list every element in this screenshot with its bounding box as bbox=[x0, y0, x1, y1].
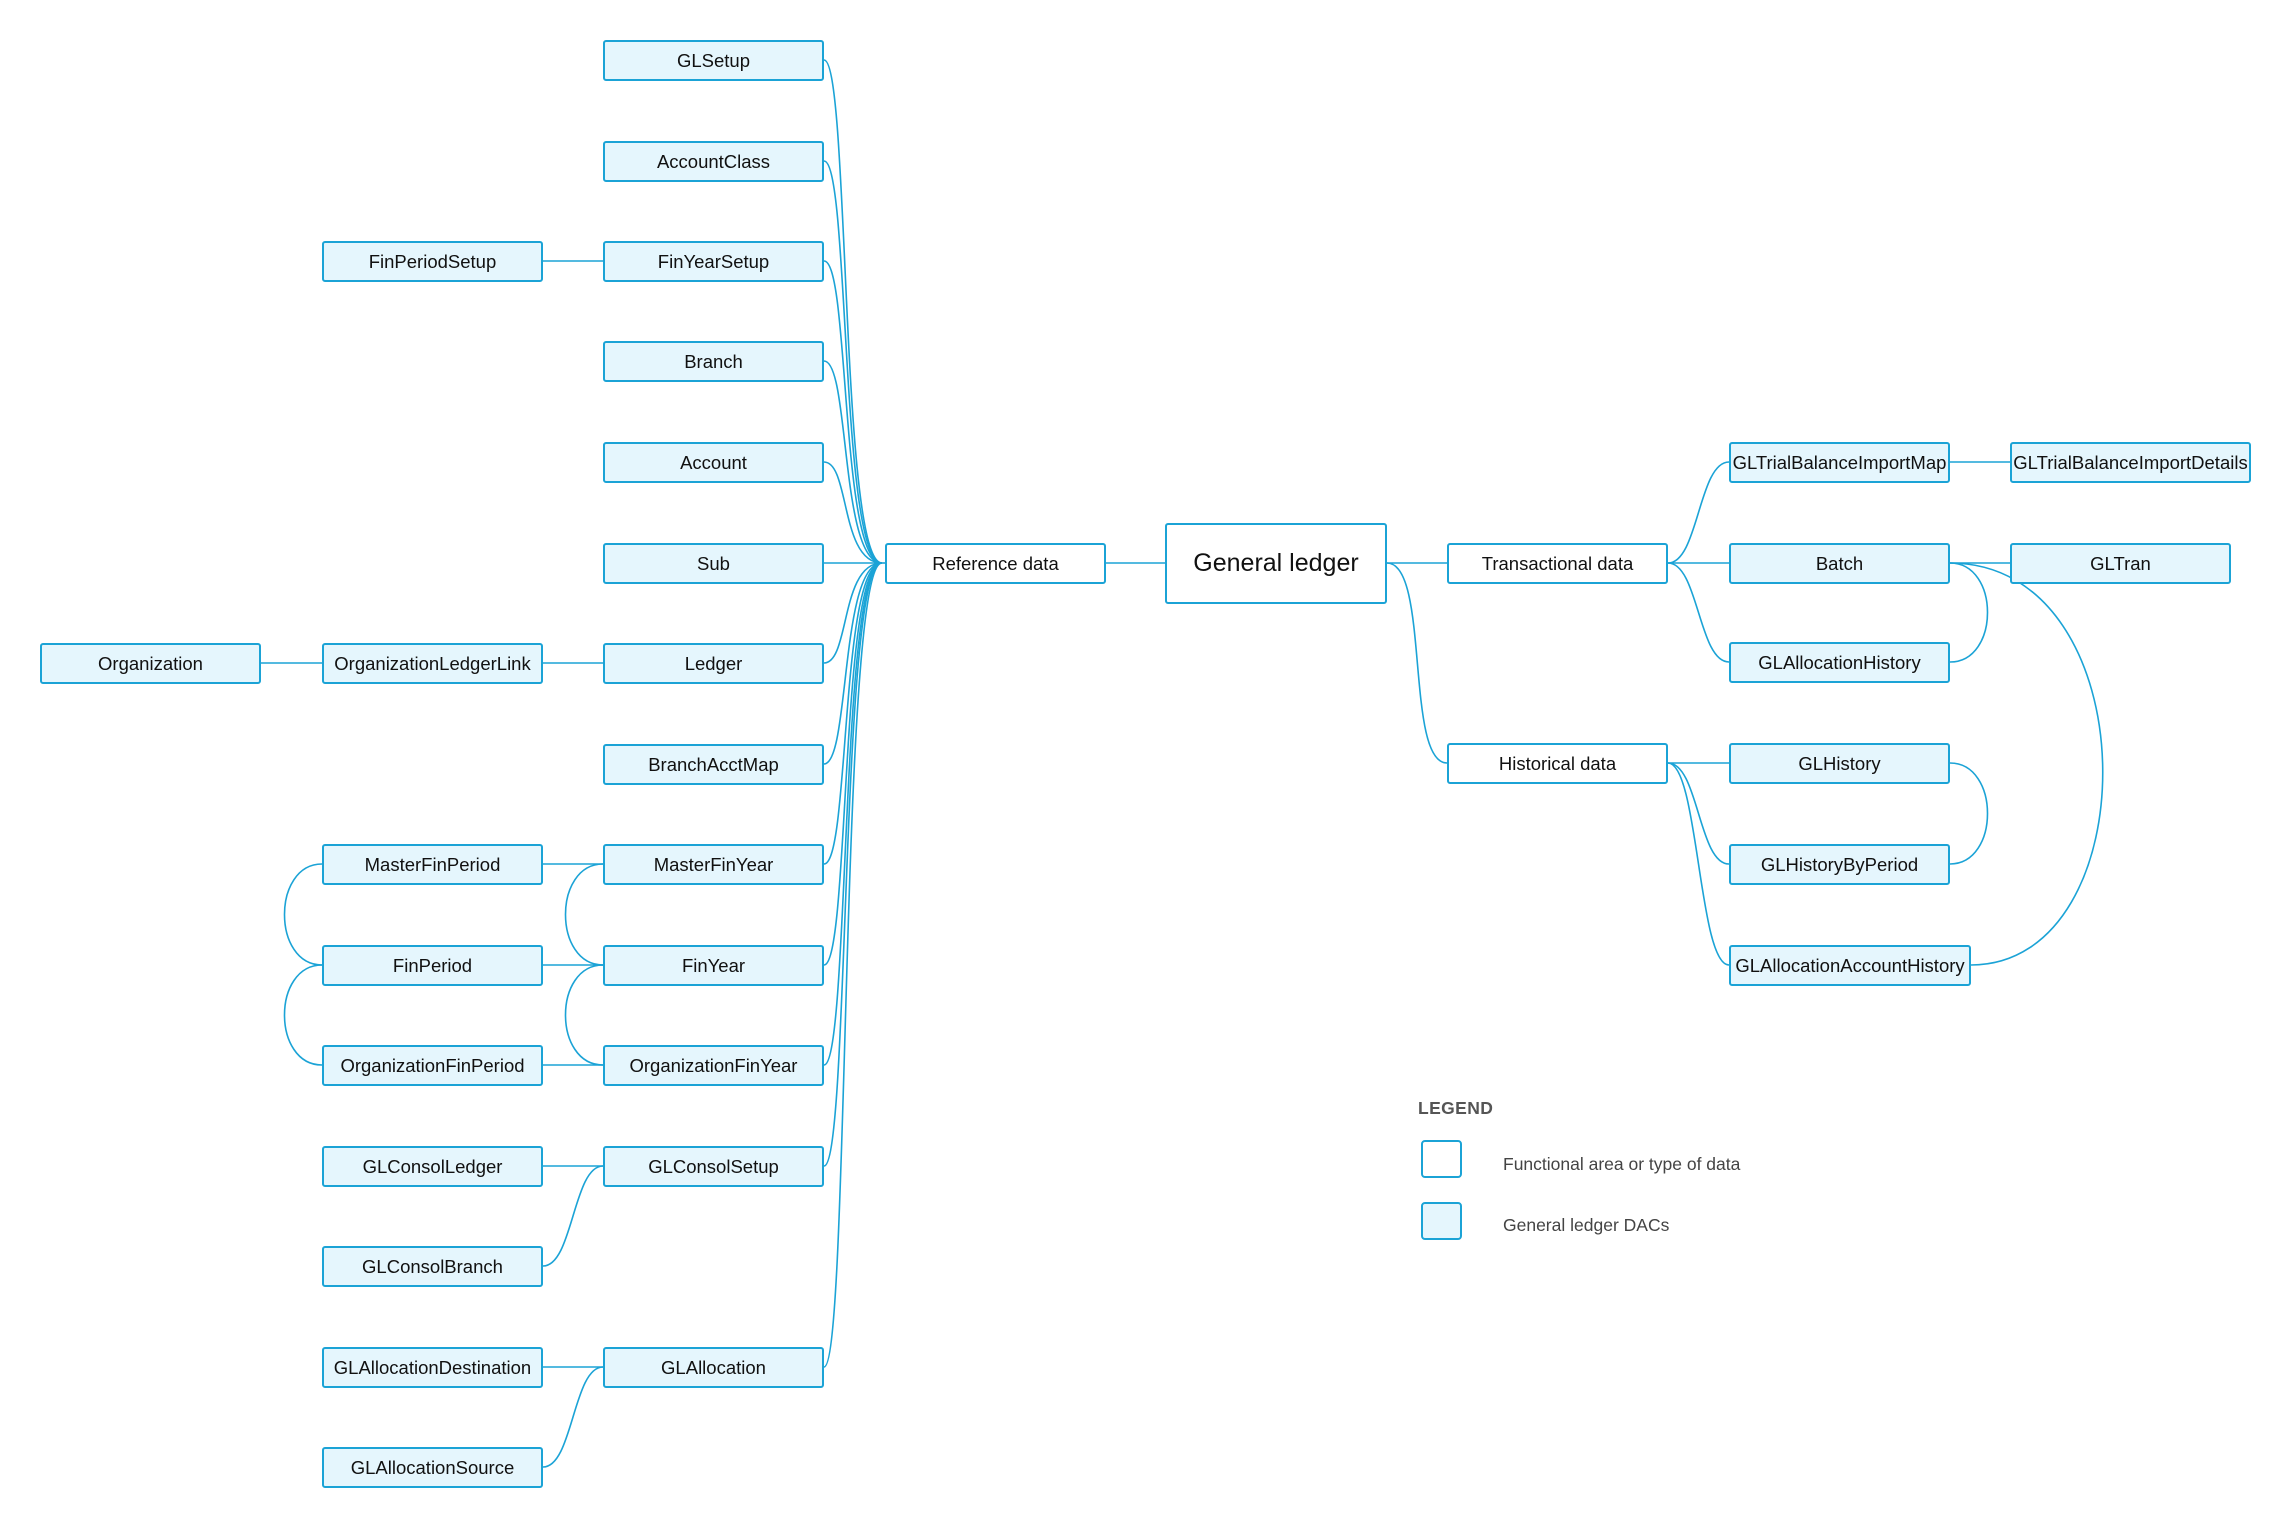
legend-label-functional-area: Functional area or type of data bbox=[1503, 1154, 1741, 1174]
glallocationsource-node[interactable]: GLAllocationSource bbox=[322, 1447, 543, 1488]
edge-masterfinperiod-finperiod bbox=[283, 863, 323, 966]
edge-batch-allocaccounthistory bbox=[1949, 562, 2104, 966]
finperiodsetup-node[interactable]: FinPeriodSetup bbox=[322, 241, 543, 282]
sub-node[interactable]: Sub bbox=[603, 543, 824, 584]
organizationfinperiod-node[interactable]: OrganizationFinPeriod bbox=[322, 1045, 543, 1086]
edge-historical-glhistorybyperiod bbox=[1667, 762, 1730, 865]
edge-reference-2 bbox=[823, 260, 883, 564]
edge-reference-4 bbox=[823, 461, 883, 564]
glallocation-node[interactable]: GLAllocation bbox=[603, 1347, 824, 1388]
edge-reference-9 bbox=[823, 562, 883, 966]
branchacctmap-node[interactable]: BranchAcctMap bbox=[603, 744, 824, 785]
finperiod-node[interactable]: FinPeriod bbox=[322, 945, 543, 986]
edge-finperiod-orgfinperiod bbox=[283, 964, 323, 1066]
legend-swatch-gl-dacs bbox=[1421, 1202, 1462, 1240]
edge-reference-3 bbox=[823, 360, 883, 564]
glallocationaccounthistory-node[interactable]: GLAllocationAccountHistory bbox=[1729, 945, 1971, 986]
legend-label-gl-dacs: General ledger DACs bbox=[1503, 1215, 1670, 1235]
gltrialbalanceimportdetails-node[interactable]: GLTrialBalanceImportDetails bbox=[2010, 442, 2251, 483]
glconsolsetup-node[interactable]: GLConsolSetup bbox=[603, 1146, 824, 1187]
batch-node[interactable]: Batch bbox=[1729, 543, 1950, 584]
edge-reference-6 bbox=[823, 562, 883, 664]
edge-reference-0 bbox=[823, 59, 883, 564]
edge-general-historical bbox=[1386, 562, 1448, 764]
glhistory-node[interactable]: GLHistory bbox=[1729, 743, 1950, 784]
masterfinyear-node[interactable]: MasterFinYear bbox=[603, 844, 824, 885]
masterfinperiod-node[interactable]: MasterFinPeriod bbox=[322, 844, 543, 885]
edge-reference-1 bbox=[823, 160, 883, 564]
edge-reference-7 bbox=[823, 562, 883, 765]
finyear-node[interactable]: FinYear bbox=[603, 945, 824, 986]
finyearsetup-node[interactable]: FinYearSetup bbox=[603, 241, 824, 282]
glhistorybyperiod-node[interactable]: GLHistoryByPeriod bbox=[1729, 844, 1950, 885]
historical-data-node[interactable]: Historical data bbox=[1447, 743, 1668, 784]
account-node[interactable]: Account bbox=[603, 442, 824, 483]
legend-swatch-functional-area bbox=[1421, 1140, 1462, 1178]
transactional-data-node[interactable]: Transactional data bbox=[1447, 543, 1668, 584]
edge-reference-10 bbox=[823, 562, 883, 1066]
edge-transactional-tbimportmap bbox=[1667, 461, 1730, 564]
edge-batch-allochistory bbox=[1949, 562, 1989, 663]
edge-finyear-orgfinyear bbox=[564, 964, 604, 1066]
glsetup-node[interactable]: GLSetup bbox=[603, 40, 824, 81]
edge-transactional-allochistory bbox=[1667, 562, 1730, 663]
glconsolbranch-node[interactable]: GLConsolBranch bbox=[322, 1246, 543, 1287]
organizationfinyear-node[interactable]: OrganizationFinYear bbox=[603, 1045, 824, 1086]
edge-allocsource-allocation bbox=[542, 1366, 604, 1468]
edge-reference-8 bbox=[823, 562, 883, 865]
glconsolledger-node[interactable]: GLConsolLedger bbox=[322, 1146, 543, 1187]
accountclass-node[interactable]: AccountClass bbox=[603, 141, 824, 182]
organizationledgerlink-node[interactable]: OrganizationLedgerLink bbox=[322, 643, 543, 684]
edge-historical-allocaccounthistory bbox=[1667, 762, 1730, 966]
edge-glhistory-glhistorybyperiod bbox=[1949, 762, 1989, 865]
edge-reference-12 bbox=[823, 562, 883, 1368]
edge-masterfinyear-finyear bbox=[564, 863, 604, 966]
edge-reference-11 bbox=[823, 562, 883, 1167]
legend-title: LEGEND bbox=[1418, 1098, 1494, 1118]
glallocationhistory-node[interactable]: GLAllocationHistory bbox=[1729, 642, 1950, 683]
gltran-node[interactable]: GLTran bbox=[2010, 543, 2231, 584]
reference-data-node[interactable]: Reference data bbox=[885, 543, 1106, 584]
general-ledger-node[interactable]: General ledger bbox=[1165, 523, 1387, 604]
ledger-node[interactable]: Ledger bbox=[603, 643, 824, 684]
edge-consolbranch-consolsetup bbox=[542, 1165, 604, 1267]
gltrialbalanceimportmap-node[interactable]: GLTrialBalanceImportMap bbox=[1729, 442, 1950, 483]
organization-node[interactable]: Organization bbox=[40, 643, 261, 684]
glallocationdestination-node[interactable]: GLAllocationDestination bbox=[322, 1347, 543, 1388]
branch-node[interactable]: Branch bbox=[603, 341, 824, 382]
